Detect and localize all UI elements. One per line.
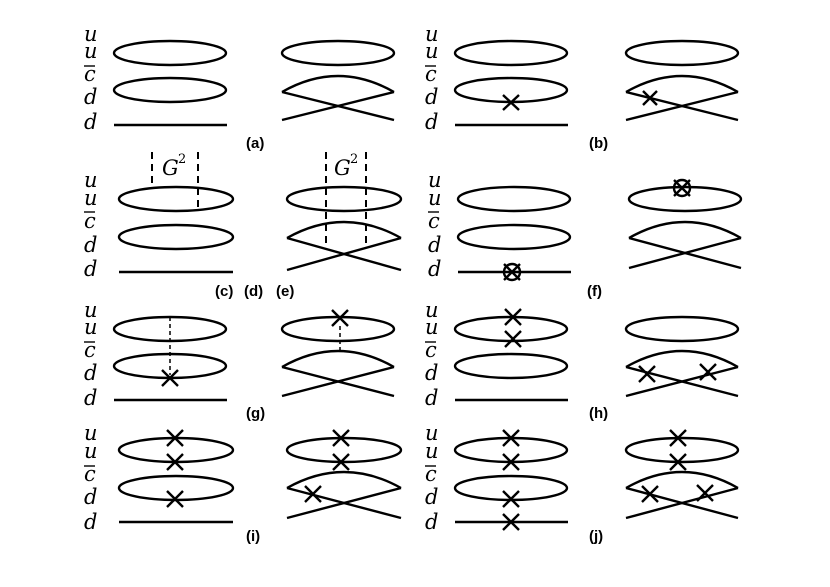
label-cbar-r2r: c: [428, 209, 440, 233]
label-u2-r: u: [425, 39, 439, 63]
quark-labels-row1-left: u u c d d: [84, 22, 98, 134]
quark-labels-row2-left: u u c d d: [84, 168, 98, 281]
label-d2-r2r: d: [428, 257, 441, 281]
label-d1: d: [84, 85, 97, 109]
label-u1-r4: u: [84, 421, 98, 445]
quark-labels-row2-right: u u c d d: [428, 168, 442, 281]
label-u1-r2: u: [84, 168, 98, 192]
label-d1-r2: d: [84, 233, 97, 257]
panel-label-h: (h): [589, 405, 608, 422]
label-u2-r3: u: [84, 315, 98, 339]
label-u1-r2r: u: [428, 168, 442, 192]
diagram-i-crossed: [285, 429, 403, 520]
panel-label-b: (b): [589, 135, 608, 152]
label-d2-r4: d: [84, 510, 97, 534]
gluon-power-e: 2: [350, 152, 358, 167]
label-d1-r4r: d: [425, 485, 438, 509]
gluon-label-d: G: [162, 156, 179, 180]
label-u1-r3: u: [84, 298, 98, 322]
quark-labels-row3-right: u u c d d: [425, 298, 439, 410]
label-cbar-r4r: c: [425, 462, 437, 486]
label-cbar-r3r: c: [425, 338, 437, 362]
diagram-h-direct: [453, 308, 569, 402]
gluon-label-e: G: [334, 156, 351, 180]
label-cbar-r2: c: [84, 209, 96, 233]
diagram-h-crossed: [624, 315, 740, 398]
diagram-b-direct: [453, 39, 569, 127]
label-cbar-r3: c: [84, 338, 96, 362]
label-d2-r3: d: [84, 386, 97, 410]
label-u1-r4r: u: [425, 421, 439, 445]
label-d2-r4r: d: [425, 510, 438, 534]
panel-label-g: (g): [246, 405, 265, 422]
diagram-a-direct: [112, 39, 228, 127]
label-u1-r: u: [425, 22, 439, 46]
label-u1: u: [84, 22, 98, 46]
diagram-j-direct: [453, 429, 569, 531]
label-d2-r3r: d: [425, 386, 438, 410]
gluon-power-d: 2: [178, 152, 186, 167]
panel-label-j: (j): [589, 528, 603, 545]
label-d2-r: d: [425, 110, 438, 134]
label-u2-r3r: u: [425, 315, 439, 339]
label-d1-r3: d: [84, 361, 97, 385]
diagram-i-direct: [117, 429, 235, 524]
quark-labels-row3-left: u u c d d: [84, 298, 98, 410]
diagram-b-crossed: [624, 39, 740, 122]
label-u2: u: [84, 39, 98, 63]
label-u2-r4r: u: [425, 439, 439, 463]
label-d1-r2r: d: [428, 233, 441, 257]
label-d1-r4: d: [84, 485, 97, 509]
diagram-f-condensate-crossed: [627, 178, 743, 270]
diagram-d-gluon-direct: G 2: [117, 152, 235, 274]
label-u2-r4: u: [84, 439, 98, 463]
diagram-g-direct: [112, 315, 228, 402]
diagram-a-crossed: [280, 39, 396, 122]
label-d2-r2: d: [84, 257, 97, 281]
diagram-e-gluon-crossed: G 2: [285, 152, 403, 272]
panel-label-d: (d): [244, 283, 263, 300]
diagram-f-condensate-direct: [456, 185, 572, 282]
label-cbar-r: c: [425, 62, 437, 86]
quark-labels-row1-right: u u c d d: [425, 22, 439, 134]
diagram-j-crossed: [624, 429, 740, 520]
panel-label-e: (e): [276, 283, 294, 300]
label-d1-r: d: [425, 85, 438, 109]
quark-labels-row4-right: u u c d d: [425, 421, 439, 534]
label-u1-r3r: u: [425, 298, 439, 322]
label-u2-r2r: u: [428, 186, 442, 210]
panel-label-a: (a): [246, 135, 264, 152]
label-d1-r3r: d: [425, 361, 438, 385]
label-d2: d: [84, 110, 97, 134]
quark-labels-row4-left: u u c d d: [84, 421, 98, 534]
panel-label-c: (c): [215, 283, 233, 300]
panel-label-i: (i): [246, 528, 260, 545]
label-cbar: c: [84, 62, 96, 86]
label-cbar-r4: c: [84, 462, 96, 486]
diagram-g-crossed: [280, 309, 396, 398]
label-u2-r2: u: [84, 186, 98, 210]
panel-label-f: (f): [587, 283, 602, 300]
